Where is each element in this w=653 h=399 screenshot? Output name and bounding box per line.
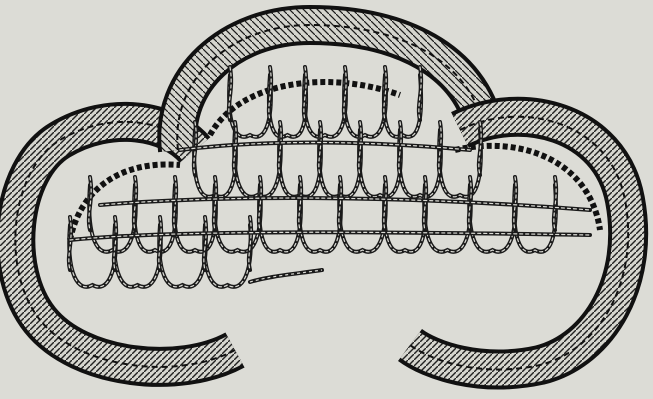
lace-illustration (0, 0, 653, 399)
illustration-frame (0, 0, 653, 399)
